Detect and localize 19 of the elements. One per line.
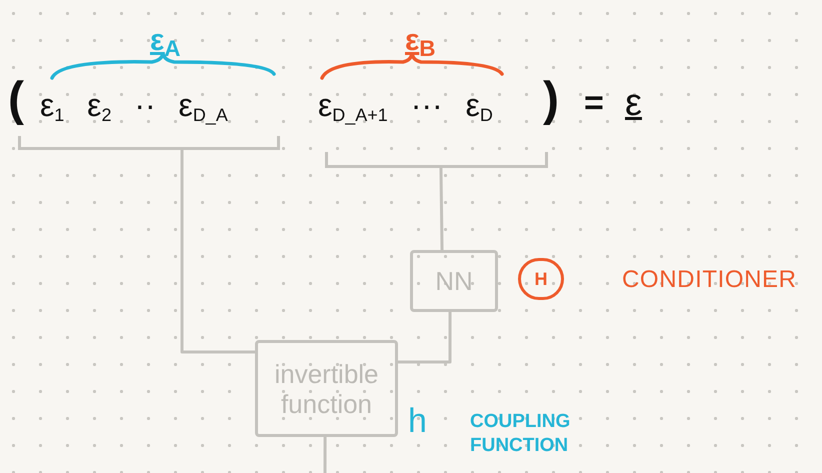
connector-line bbox=[180, 150, 255, 354]
annotation: CONDITIONER bbox=[622, 265, 798, 295]
vector-symbol: ε bbox=[625, 84, 642, 122]
process-box: invertible function bbox=[255, 340, 398, 437]
connector-line bbox=[398, 312, 452, 364]
connector-line bbox=[439, 168, 444, 250]
connector-line bbox=[324, 437, 327, 473]
function-symbol: h bbox=[408, 401, 428, 442]
bracket bbox=[18, 136, 280, 150]
parenthesis: ( bbox=[8, 76, 24, 124]
vector-elements: ε$_{D_A+1}$ ··· ε$_{D}$ bbox=[318, 86, 494, 126]
group-label: ε$_{A}$ bbox=[150, 23, 182, 63]
equals-sign: = bbox=[584, 86, 604, 120]
vector-elements: ε$_{1}$ ε$_{2}$ ·· ε$_{D_A}$ bbox=[40, 86, 229, 126]
process-box: NN bbox=[410, 250, 498, 312]
parenthesis: ) bbox=[543, 76, 559, 124]
group-label: ε$_{B}$ bbox=[405, 23, 436, 63]
bracket bbox=[325, 152, 548, 168]
annotation: COUPLING FUNCTION bbox=[470, 410, 572, 458]
